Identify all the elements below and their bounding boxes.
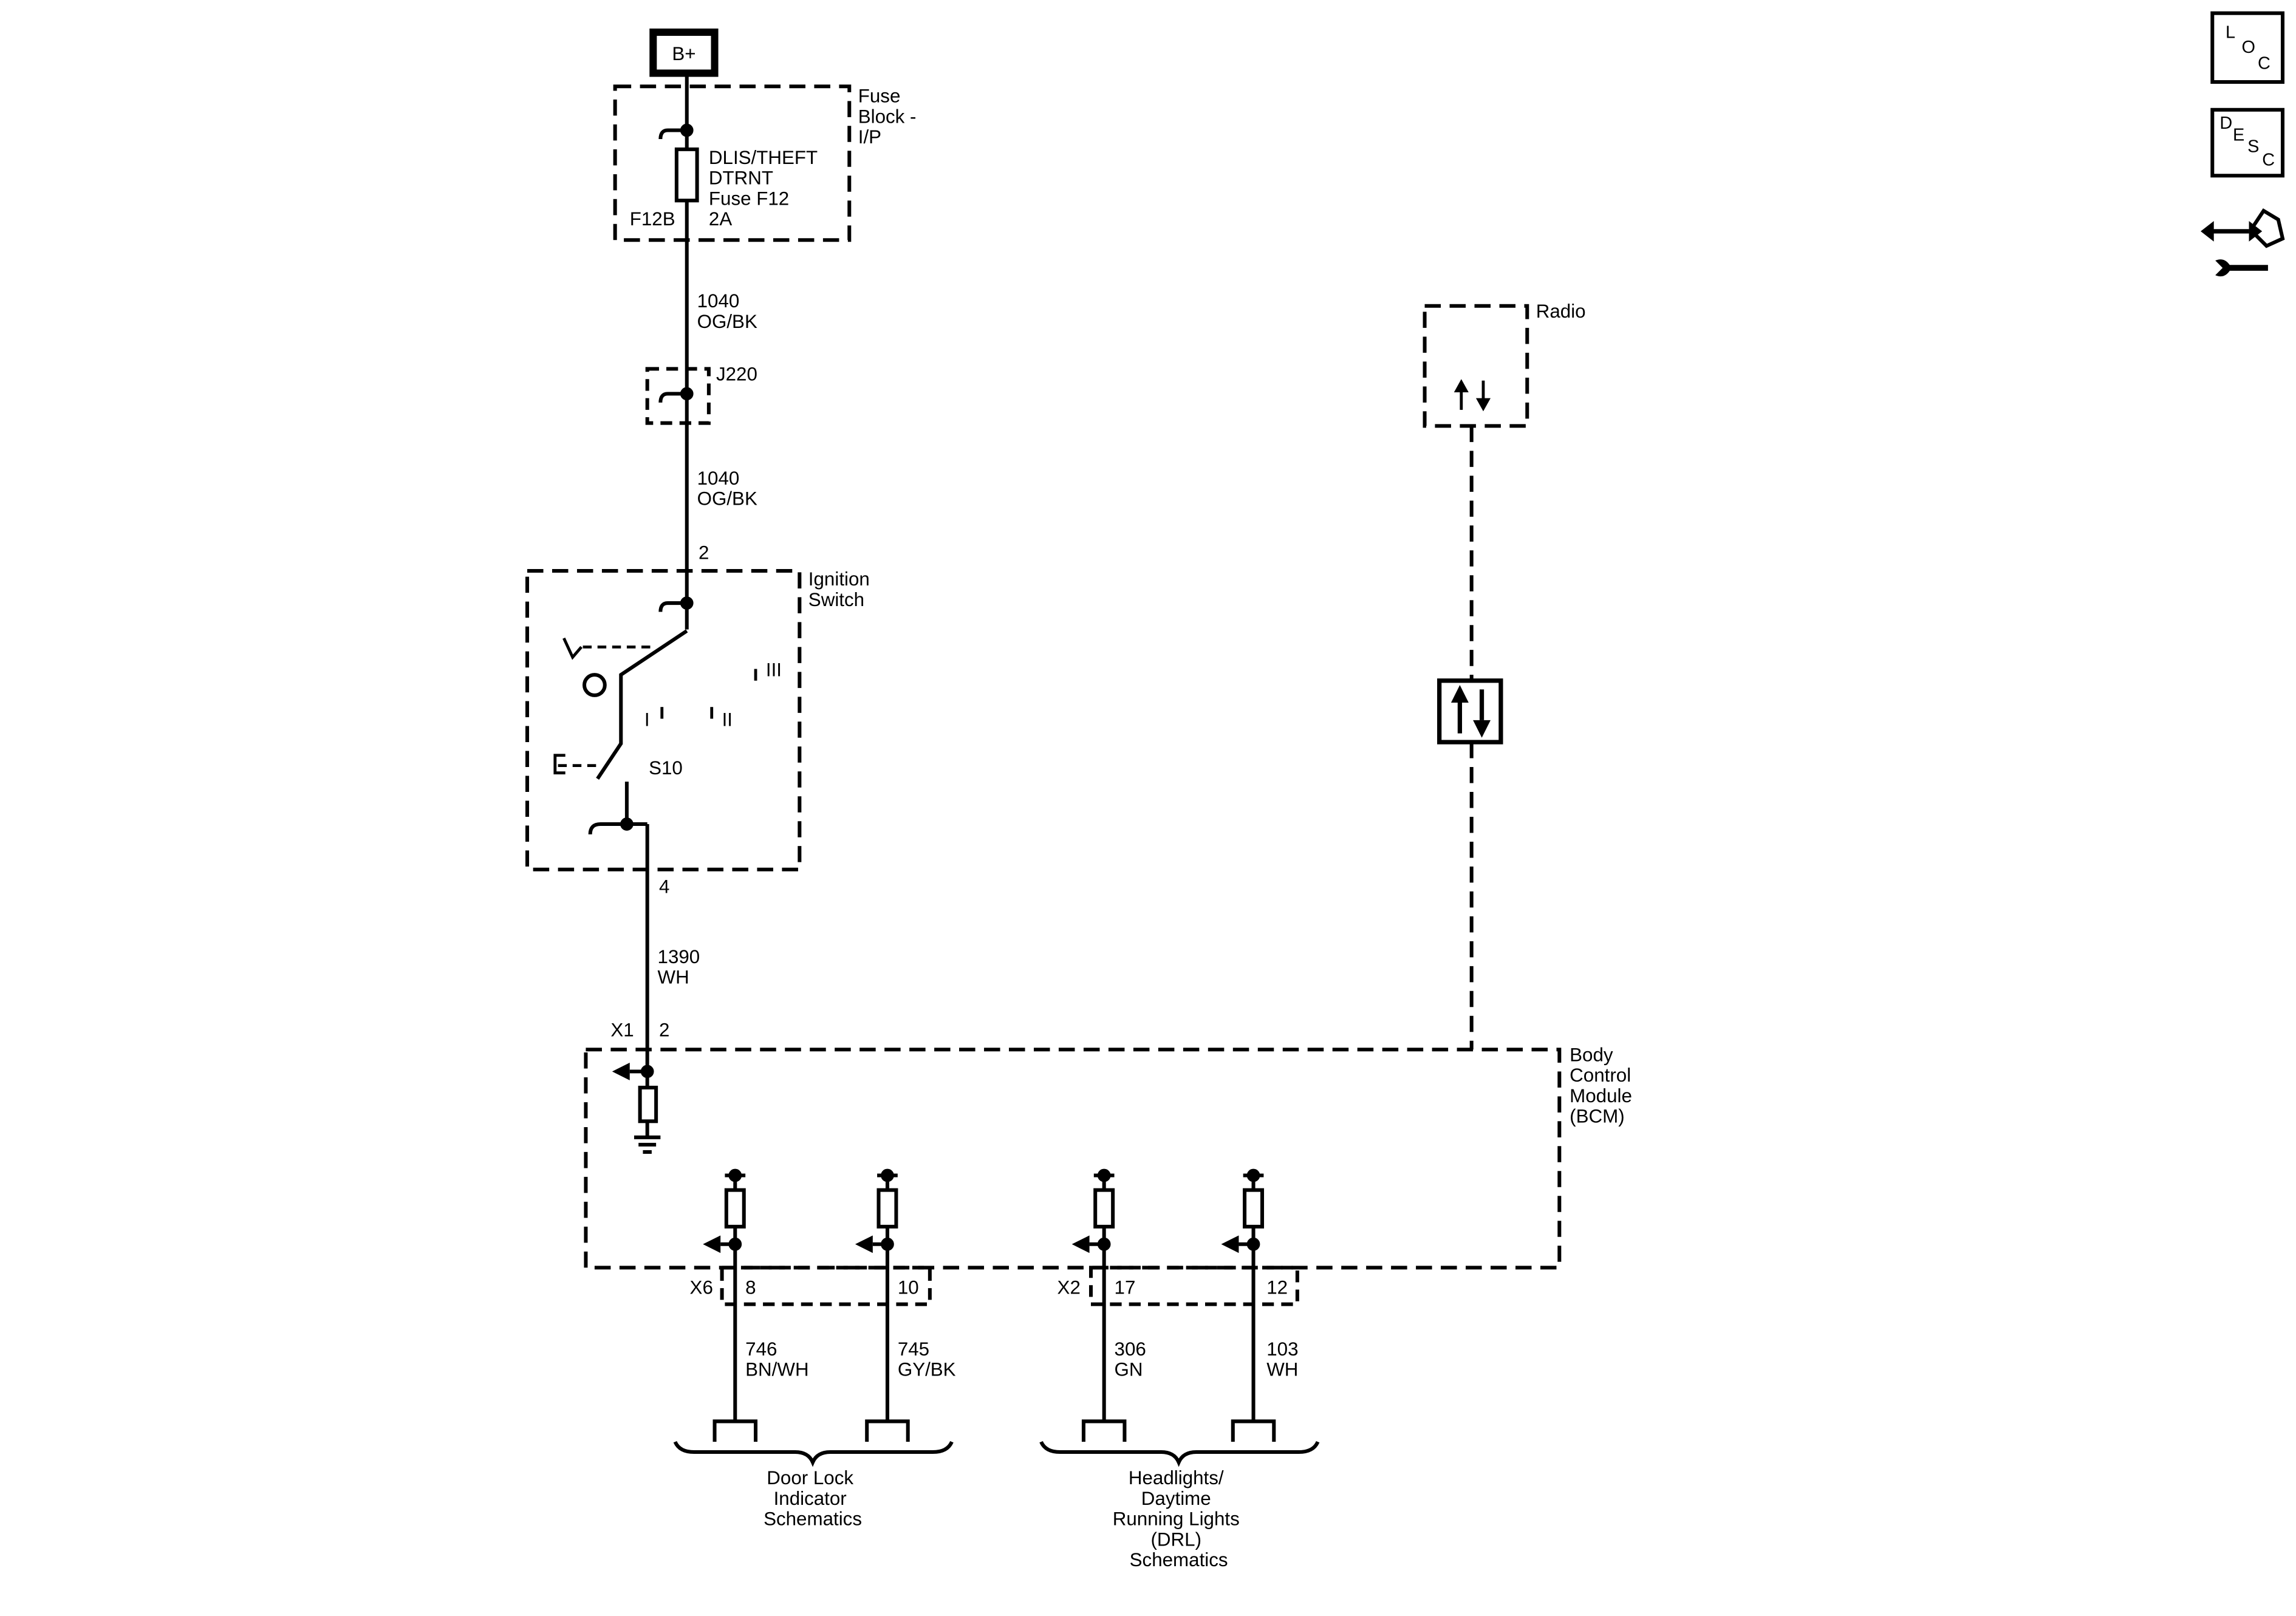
ignition-pin-in: 2	[699, 542, 709, 564]
fuse-block-name: Fuse Block - I/P	[858, 86, 921, 148]
serial-data-box	[1437, 678, 1503, 745]
desc-letter-d: D	[2219, 114, 2232, 133]
desc-letter-s: S	[2247, 137, 2259, 157]
wire-306-label: 306 GN	[1115, 1338, 1152, 1380]
battery-box	[649, 29, 719, 77]
loc-button[interactable]	[2210, 11, 2285, 84]
door-lock-schematics-link[interactable]: Door Lock Indicator Schematics	[764, 1467, 862, 1529]
ignition-switch-boundary	[525, 569, 802, 871]
splice-j220-label: J220	[716, 364, 757, 385]
bcm-x2-pin-12: 12	[1266, 1277, 1288, 1298]
radio-name: Radio	[1536, 301, 1586, 322]
radio-boundary	[1423, 304, 1529, 428]
bplus-label: B+	[672, 43, 695, 64]
fuse-cavity-label: F12B	[630, 208, 675, 230]
key-icon	[583, 673, 607, 697]
fuse-f12-symbol	[674, 147, 699, 203]
ignition-pin-out: 4	[659, 876, 669, 897]
fuse-block-boundary	[613, 84, 852, 242]
loc-letter-l: L	[2226, 23, 2235, 43]
wire-1040-upper-label: 1040 OG/BK	[697, 290, 757, 332]
drl-schematics-link[interactable]: Headlights/ Daytime Running Lights (DRL)…	[1113, 1467, 1245, 1570]
switch-id-label: S10	[649, 757, 683, 779]
ignition-position-3: III	[766, 660, 782, 681]
loc-letter-c: C	[2258, 53, 2270, 73]
door-lock-brace	[673, 1440, 954, 1467]
wire-746-label: 746 BN/WH	[745, 1338, 808, 1380]
bcm-name: Body Control Module (BCM)	[1570, 1044, 1637, 1127]
loc-letter-o: O	[2242, 38, 2255, 57]
bcm-x6-pin-8: 8	[745, 1277, 756, 1298]
ignition-position-1: I	[644, 709, 650, 731]
bcm-x1-pin: 2	[659, 1020, 669, 1041]
ignition-switch-name: Ignition Switch	[808, 568, 875, 610]
wire-103-label: 103 WH	[1266, 1338, 1303, 1380]
connector-repair-icon[interactable]	[2215, 259, 2232, 277]
wire-745-label: 745 GY/BK	[898, 1338, 956, 1380]
bcm-boundary	[584, 1048, 1562, 1270]
wire-1390-label: 1390 WH	[658, 946, 705, 988]
bcm-x1-connector: X1	[610, 1020, 634, 1041]
bcm-x6-pin-10: 10	[898, 1277, 919, 1298]
desc-letter-e: E	[2233, 125, 2244, 145]
bcm-x2-pin-17: 17	[1115, 1277, 1136, 1298]
ignition-position-2: II	[722, 709, 733, 731]
wire-1040-lower-label: 1040 OG/BK	[697, 468, 757, 510]
fuse-f12-label: DLIS/THEFT DTRNT Fuse F12 2A	[709, 147, 823, 230]
bcm-x2-connector: X2	[1057, 1277, 1081, 1298]
splice-j220-boundary	[645, 367, 711, 425]
bcm-x6-connector: X6	[690, 1277, 713, 1298]
drl-brace	[1039, 1440, 1320, 1467]
desc-letter-c: C	[2262, 150, 2275, 169]
desc-button[interactable]	[2210, 107, 2285, 178]
